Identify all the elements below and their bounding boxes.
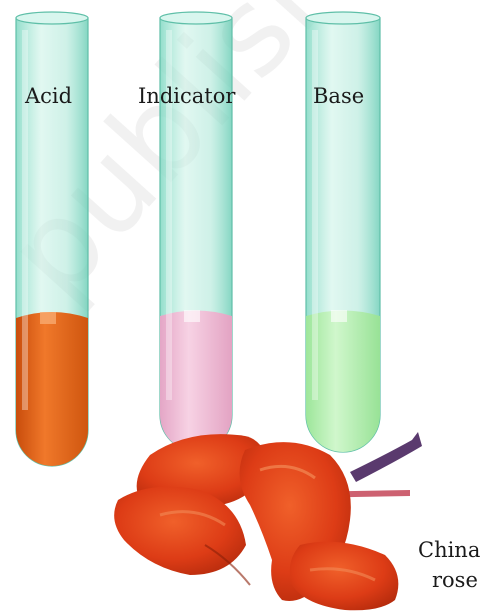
flower-label-line1: China <box>418 538 481 562</box>
acid-liquid <box>16 312 88 466</box>
acid-label: Acid <box>25 84 73 108</box>
indicator-test-tube <box>159 11 233 452</box>
flower-label-line2: rose <box>432 568 478 592</box>
indicator-liquid <box>160 310 232 451</box>
base-test-tube <box>305 11 381 453</box>
china-rose-flower <box>114 432 422 611</box>
indicator-label: Indicator <box>138 84 236 108</box>
base-liquid <box>306 310 380 452</box>
acid-test-tube <box>15 11 89 467</box>
base-label: Base <box>313 84 365 108</box>
